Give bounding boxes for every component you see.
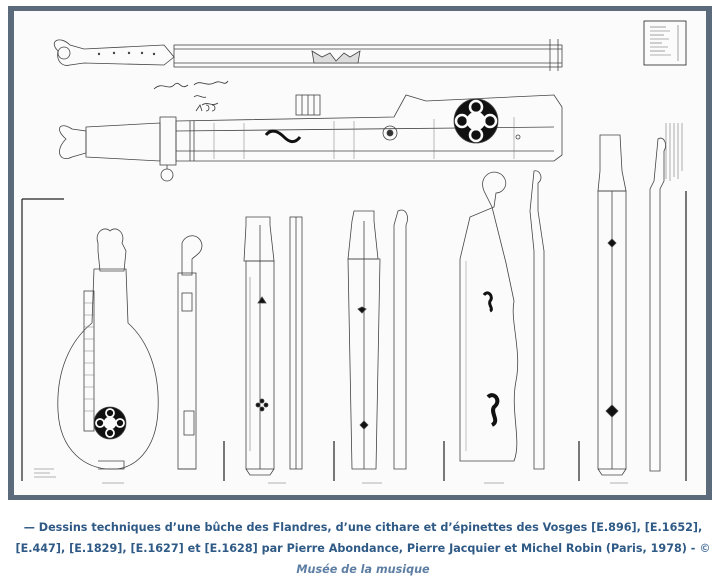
- caption-text: Dessins techniques d’une bûche des Fland…: [15, 521, 703, 555]
- technical-drawing: [21, 20, 687, 484]
- caption-dash: —: [23, 521, 35, 534]
- image-frame: [8, 6, 712, 500]
- figure-caption: — Dessins techniques d’une bûche des Fla…: [12, 517, 714, 580]
- caption-separator: -: [686, 542, 700, 555]
- technical-drawing-sheet: [14, 11, 706, 495]
